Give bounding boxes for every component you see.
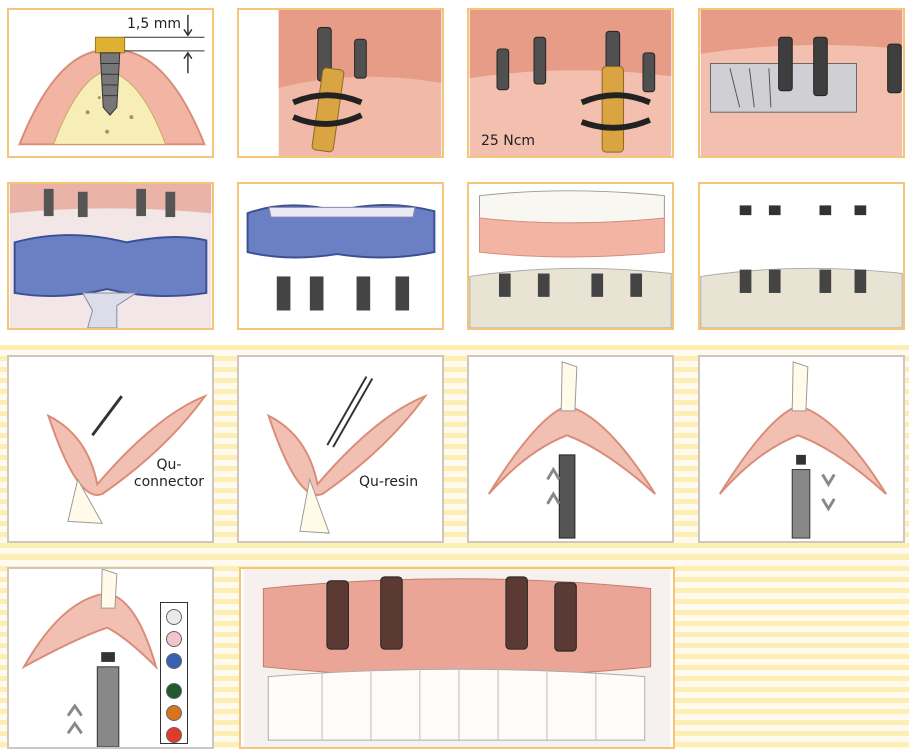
color-swatch-red bbox=[166, 727, 182, 743]
panel-insert-matrix bbox=[467, 355, 674, 543]
connector-label: Qu- connector bbox=[124, 457, 214, 491]
color-swatch-orange bbox=[166, 705, 182, 721]
color-swatch-pink bbox=[166, 631, 182, 647]
panel-final-overdenture bbox=[239, 567, 675, 749]
panel-model-analogs bbox=[698, 182, 905, 330]
gap-label: 1,5 mm bbox=[127, 16, 181, 33]
panel-remove-matrix bbox=[698, 355, 905, 543]
panel-implant-gap: 1,5 mm bbox=[7, 8, 214, 158]
panel-torque: 25 Ncm bbox=[467, 8, 674, 158]
resin-label: Qu-resin bbox=[359, 474, 418, 491]
panel-impression-analogs bbox=[237, 182, 444, 330]
panel-apply-resin: Qu-resin bbox=[237, 355, 444, 543]
panel-screwdriver-rotation bbox=[237, 8, 444, 158]
color-swatch-green bbox=[166, 683, 182, 699]
color-swatch-blue bbox=[166, 653, 182, 669]
matrix-color-palette bbox=[160, 602, 188, 744]
panel-model-overdenture bbox=[467, 182, 674, 330]
panel-apply-connector: Qu- connector bbox=[7, 355, 214, 543]
torque-label: 25 Ncm bbox=[481, 133, 535, 150]
color-swatch-white bbox=[166, 609, 182, 625]
panel-parallel-guide bbox=[698, 8, 905, 158]
panel-impression-tray bbox=[7, 182, 214, 330]
